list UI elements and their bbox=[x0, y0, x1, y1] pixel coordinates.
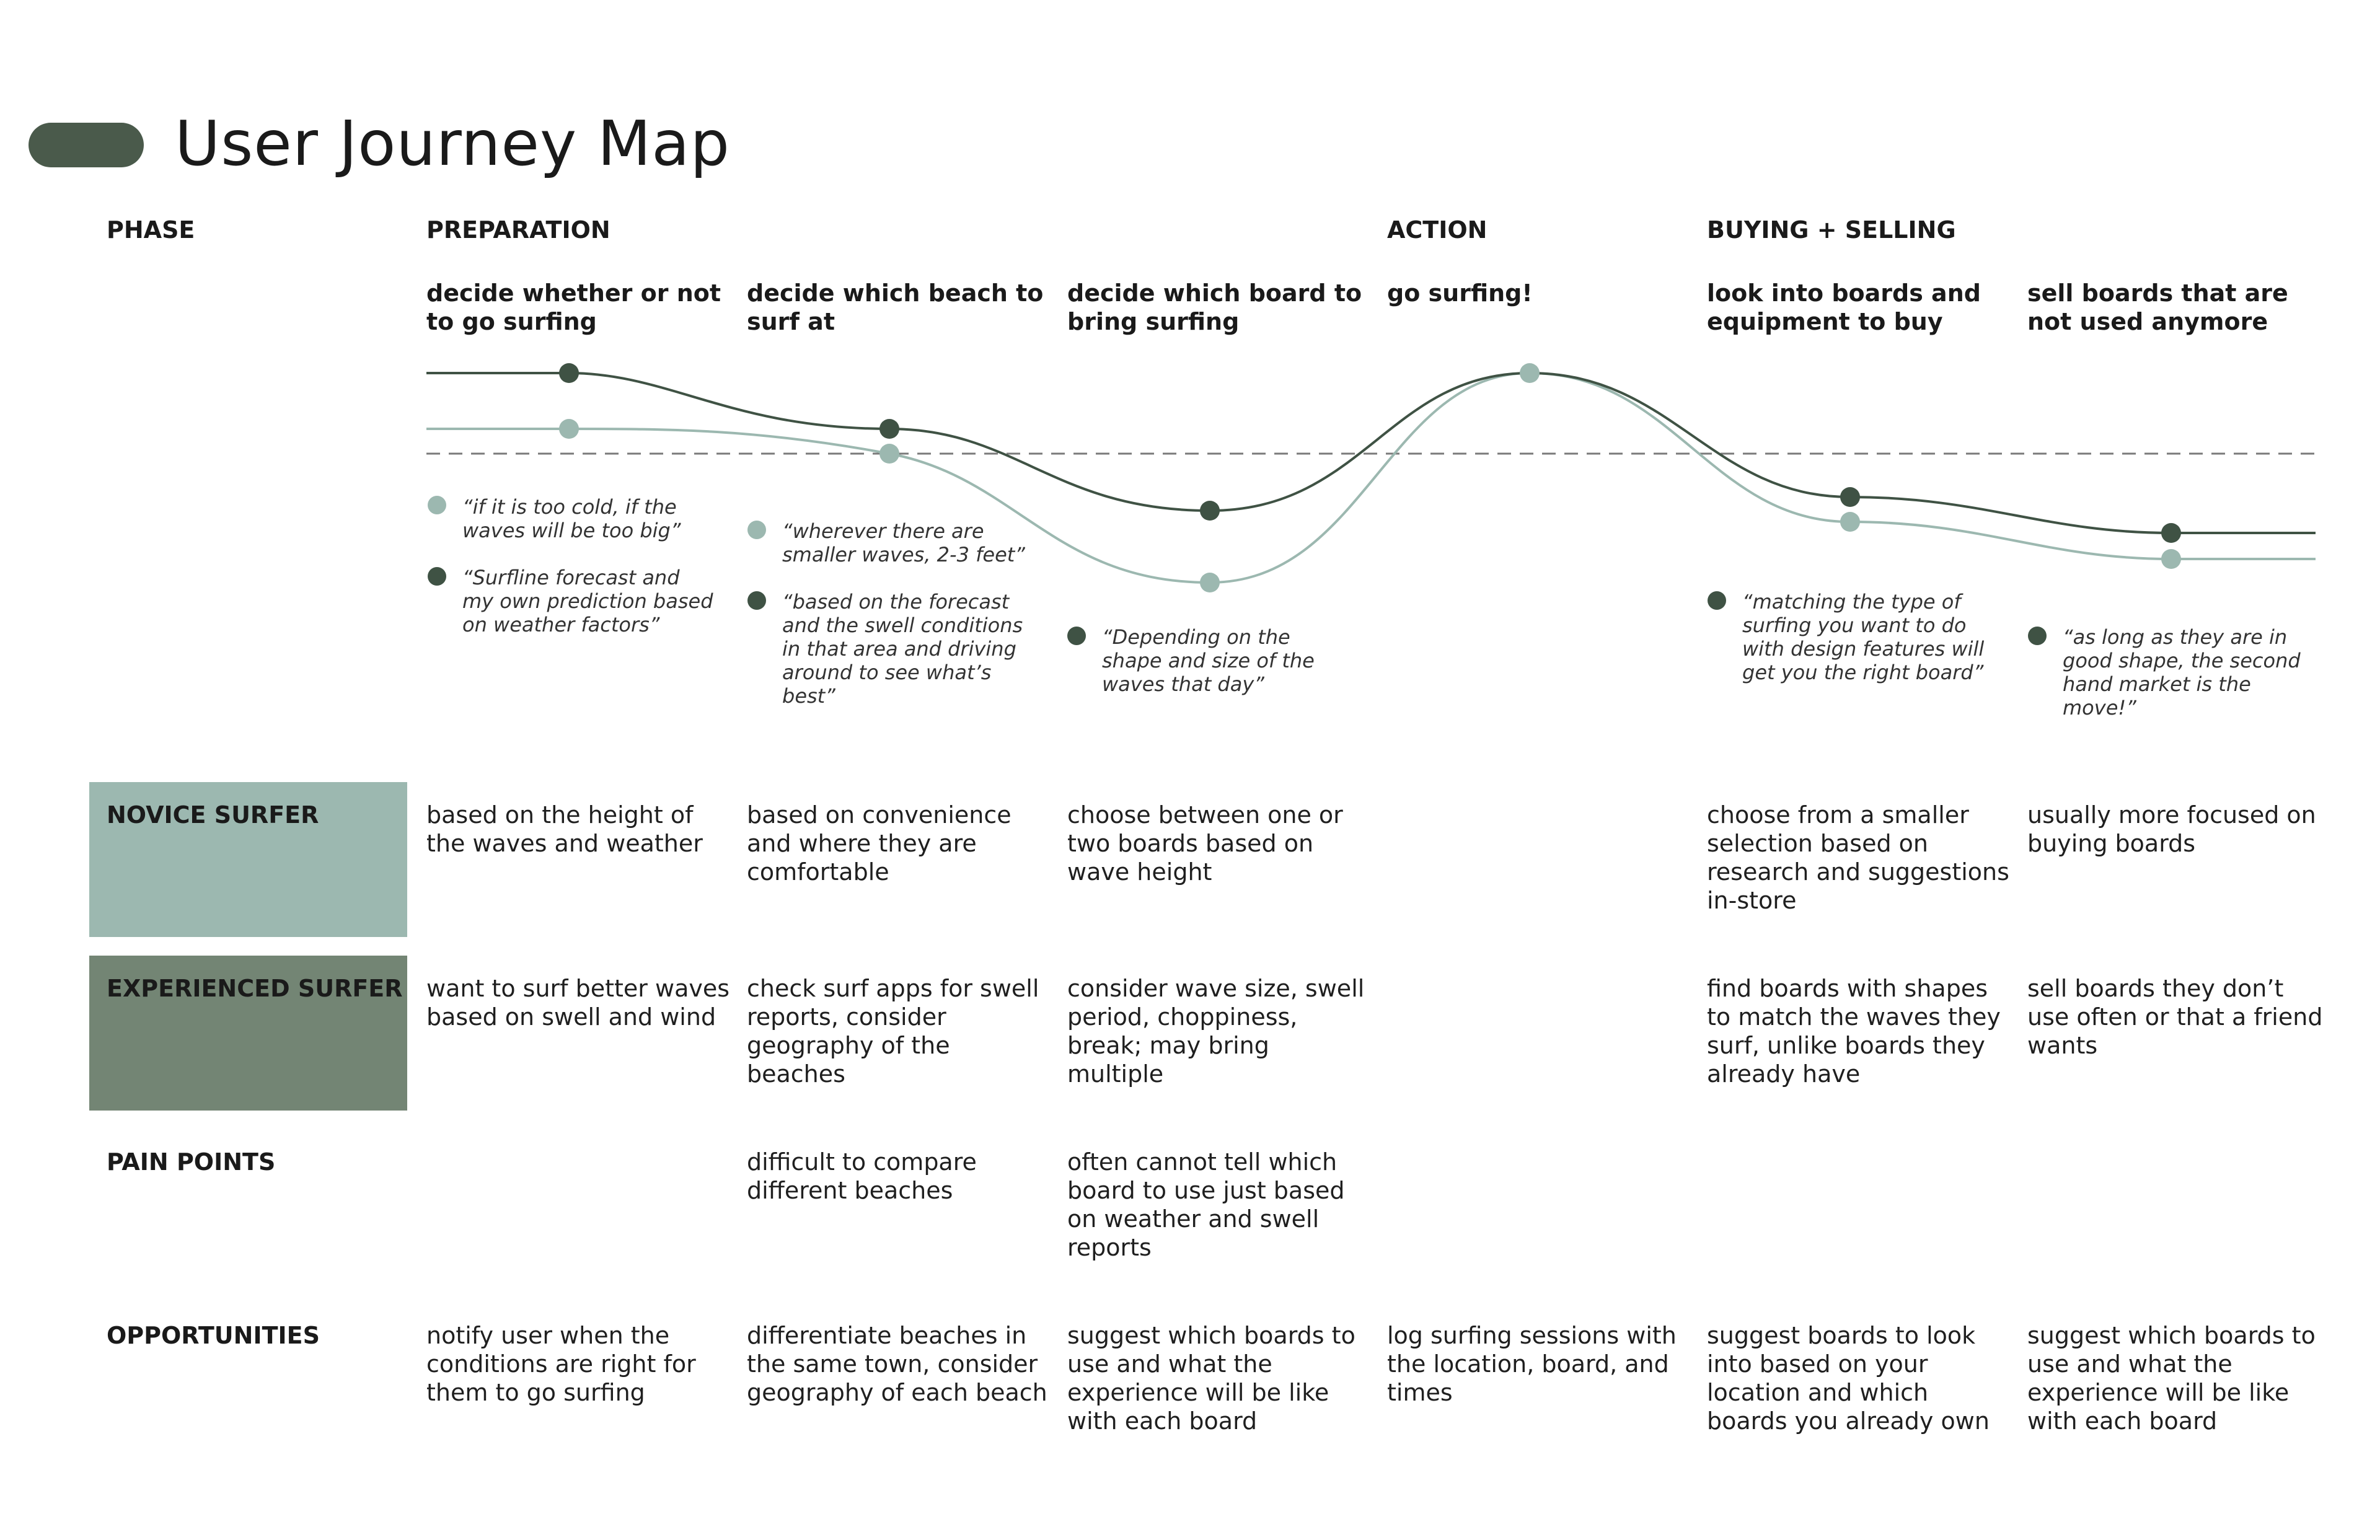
phase-preparation: PREPARATION bbox=[426, 216, 610, 244]
novice-point-6 bbox=[2161, 549, 2181, 569]
novice-surfer-row-box bbox=[89, 782, 407, 937]
opportunity-cell-6: suggest which boards to use and what the… bbox=[2027, 1322, 2316, 1435]
journey-curve-chart bbox=[426, 363, 2316, 592]
quote-c2-experienced: “based on the forecast and the swell con… bbox=[782, 590, 1023, 708]
novice-cell-2: based on convenience and where they are … bbox=[747, 801, 1011, 886]
experienced-cell-1: want to surf better waves based on swell… bbox=[426, 975, 730, 1031]
quote-c6-experienced: “as long as they are in good shape, the … bbox=[2063, 625, 2301, 719]
experienced-surfer-row-box bbox=[89, 956, 407, 1111]
quote-c3-experienced: “Depending on the shape and size of the … bbox=[1102, 625, 1315, 696]
experienced-quote-marker bbox=[2028, 627, 2047, 645]
pain-point-cell-2: difficult to compare different beaches bbox=[747, 1148, 977, 1204]
novice-cell-6: usually more focused on buying boards bbox=[2027, 801, 2316, 857]
experienced-cell-2: check surf apps for swell reports, consi… bbox=[747, 975, 1039, 1088]
experienced-cell-6: sell boards they don’t use often or that… bbox=[2027, 975, 2323, 1059]
opportunity-cell-2: differentiate beaches in the same town, … bbox=[747, 1322, 1047, 1406]
quote-c1-experienced: “Surfline forecast and my own prediction… bbox=[462, 566, 713, 636]
opportunity-cell-3: suggest which boards to use and what the… bbox=[1067, 1322, 1355, 1435]
step-5: look into boards and equipment to buy bbox=[1707, 279, 1981, 335]
novice-cell-1: based on the height of the waves and wea… bbox=[426, 801, 703, 857]
experienced-quote-marker bbox=[428, 567, 446, 586]
shared-point-4 bbox=[1520, 363, 1540, 383]
step-2: decide which beach to surf at bbox=[747, 279, 1044, 335]
novice-quote-marker bbox=[428, 496, 446, 514]
pain-points-label: PAIN POINTS bbox=[107, 1148, 276, 1176]
quote-c5-experienced: “matching the type of surfing you want t… bbox=[1742, 590, 1985, 684]
experienced-cell-5: find boards with shapes to match the wav… bbox=[1707, 975, 2001, 1088]
phase-buying-selling: BUYING + SELLING bbox=[1707, 216, 1956, 244]
pain-point-cell-3: often cannot tell which board to use jus… bbox=[1067, 1148, 1345, 1261]
experienced-point-3 bbox=[1200, 501, 1220, 521]
step-1: decide whether or not to go surfing bbox=[426, 279, 721, 335]
novice-surfer-label: NOVICE SURFER bbox=[107, 801, 319, 829]
step-3: decide which board to bring surfing bbox=[1067, 279, 1362, 335]
step-6: sell boards that are not used anymore bbox=[2027, 279, 2288, 335]
novice-cell-3: choose between one or two boards based o… bbox=[1067, 801, 1343, 886]
novice-point-2 bbox=[879, 444, 899, 464]
phase-label: PHASE bbox=[107, 216, 195, 244]
novice-point-5 bbox=[1840, 512, 1860, 532]
quote-c1-novice: “if it is too cold, if the waves will be… bbox=[462, 495, 681, 542]
experienced-surfer-label: EXPERIENCED SURFER bbox=[107, 975, 403, 1002]
experienced-point-5 bbox=[1840, 487, 1860, 507]
quote-c2-novice: “wherever there are smaller waves, 2-3 f… bbox=[782, 519, 1025, 566]
page-title: User Journey Map bbox=[175, 107, 731, 180]
novice-point-3 bbox=[1200, 573, 1220, 592]
novice-cell-5: choose from a smaller selection based on… bbox=[1707, 801, 2009, 914]
title-pill bbox=[29, 123, 144, 167]
opportunity-cell-5: suggest boards to look into based on you… bbox=[1707, 1322, 1990, 1435]
experienced-quote-marker bbox=[1067, 627, 1086, 645]
novice-point-1 bbox=[559, 419, 579, 439]
novice-journey-line bbox=[426, 371, 2316, 584]
experienced-quote-marker bbox=[1708, 591, 1726, 610]
phase-action: ACTION bbox=[1387, 216, 1488, 244]
experienced-quote-marker bbox=[747, 591, 766, 610]
experienced-journey-line bbox=[426, 371, 2316, 534]
novice-quote-marker bbox=[747, 521, 766, 539]
experienced-point-2 bbox=[879, 419, 899, 439]
experienced-point-6 bbox=[2161, 523, 2181, 543]
opportunity-cell-4: log surfing sessions with the location, … bbox=[1387, 1322, 1677, 1406]
step-4: go surfing! bbox=[1387, 279, 1533, 307]
experienced-cell-3: consider wave size, swell period, choppi… bbox=[1067, 975, 1365, 1088]
opportunity-cell-1: notify user when the conditions are righ… bbox=[426, 1322, 696, 1406]
experienced-point-1 bbox=[559, 363, 579, 383]
opportunities-label: OPPORTUNITIES bbox=[107, 1322, 320, 1349]
